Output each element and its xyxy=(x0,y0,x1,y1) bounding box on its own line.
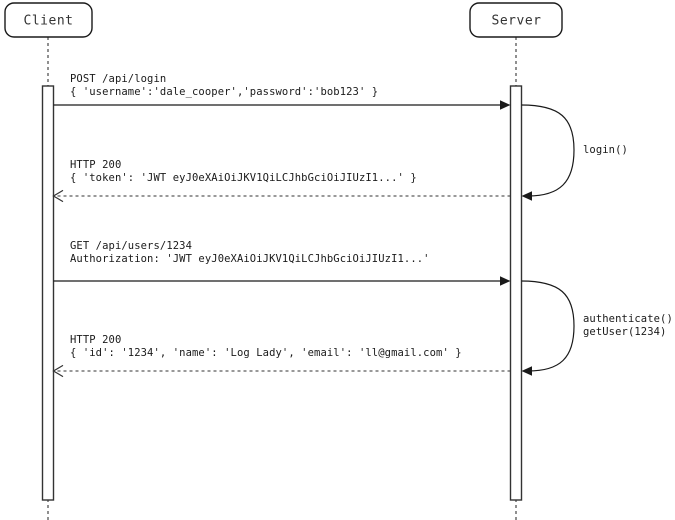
message-2-group: HTTP 200 { 'token': 'JWT eyJ0eXAiOiJKV1Q… xyxy=(52,159,511,203)
self-call-1-loop-path xyxy=(521,104,575,197)
participant-box-server[interactable] xyxy=(469,2,563,38)
message-3-group: GET /api/users/1234 Authorization: 'JWT … xyxy=(53,240,511,286)
self-call-2-group: authenticate() getUser(1234) xyxy=(521,280,673,376)
activation-bar-server xyxy=(509,85,523,501)
message-4-line-2: { 'id': '1234', 'name': 'Log Lady', 'ema… xyxy=(70,347,462,359)
self-call-2-label-line-1: authenticate() xyxy=(583,313,673,325)
message-1-group: POST /api/login { 'username':'dale_coope… xyxy=(53,73,511,110)
message-1-arrowhead-icon xyxy=(500,100,511,110)
participant-box-client[interactable] xyxy=(4,2,93,38)
participant-label-server: Server xyxy=(492,14,542,29)
message-3-arrowhead-icon xyxy=(500,276,511,286)
message-2-line-2: { 'token': 'JWT eyJ0eXAiOiJKV1QiLCJhbGci… xyxy=(70,172,417,184)
message-1-line-1: POST /api/login xyxy=(70,73,166,85)
message-4-arrowhead-icon xyxy=(52,364,64,378)
self-call-2-loop-path xyxy=(521,280,575,372)
self-call-1-label-line-1: login() xyxy=(583,144,628,156)
message-2-arrowhead-icon xyxy=(52,189,64,203)
self-call-2-label-line-2: getUser(1234) xyxy=(583,326,666,338)
message-2-line-1: HTTP 200 xyxy=(70,159,121,171)
message-4-line-1: HTTP 200 xyxy=(70,334,121,346)
activation-bar-client xyxy=(41,85,55,501)
message-4-group: HTTP 200 { 'id': '1234', 'name': 'Log La… xyxy=(52,334,511,378)
message-1-line-2: { 'username':'dale_cooper','password':'b… xyxy=(70,86,378,98)
self-call-2-arrowhead-icon xyxy=(521,366,532,376)
message-3-line-1: GET /api/users/1234 xyxy=(70,240,192,252)
message-3-line-2: Authorization: 'JWT eyJ0eXAiOiJKV1QiLCJh… xyxy=(70,253,430,265)
self-call-1-arrowhead-icon xyxy=(521,191,532,201)
participant-label-client: Client xyxy=(24,14,74,29)
self-call-1-group: login() xyxy=(521,104,628,201)
